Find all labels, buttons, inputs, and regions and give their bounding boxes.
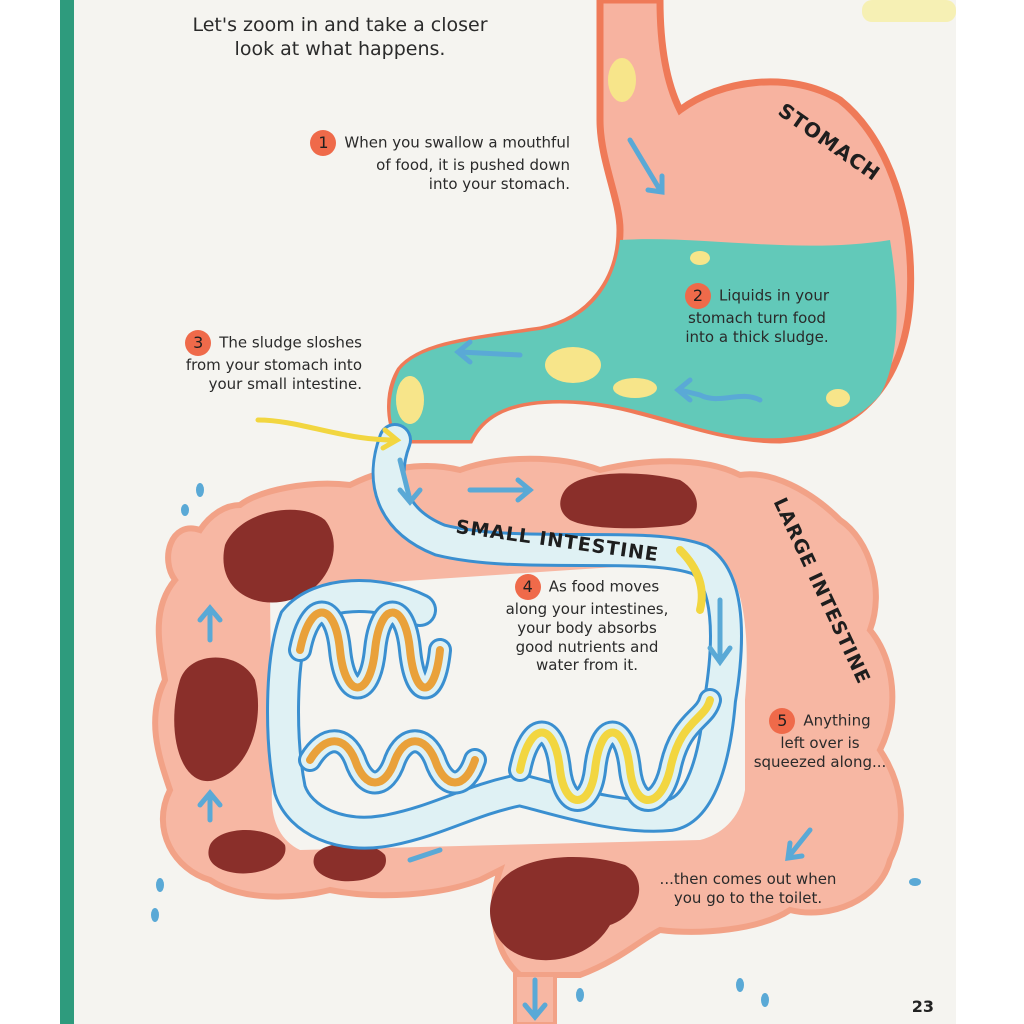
- step-4-line-5: water from it.: [536, 656, 638, 675]
- ending-line-1: ...then comes out when: [659, 870, 837, 888]
- intro-line-1: Let's zoom in and take a closer: [192, 14, 488, 36]
- step-1-line-1: When you swallow a mouthful: [344, 133, 570, 152]
- page-number: 23: [911, 997, 934, 1016]
- step-4-number-badge: 4: [514, 574, 541, 600]
- step-1-line-2: of food, it is pushed down: [376, 156, 570, 174]
- step-2-line-2: stomach turn food: [688, 309, 826, 327]
- step-2: 2 Liquids in your stomach turn food into …: [662, 283, 852, 347]
- step-3: 3 The sludge sloshes from your stomach in…: [150, 330, 362, 394]
- step-4-line-3: your body absorbs: [517, 618, 657, 637]
- step-4: 4 As food moves along your intestines, yo…: [462, 574, 712, 675]
- step-5-number-badge: 5: [769, 708, 796, 734]
- small-intestine: [266, 423, 743, 850]
- stomach: [387, 0, 915, 444]
- step-1-number-badge: 1: [310, 130, 337, 156]
- step-4-line-4: good nutrients and: [515, 637, 659, 656]
- step-5-line-1: Anything: [803, 711, 871, 730]
- step-5-line-2: left over is: [780, 734, 860, 752]
- step-5: 5 Anything left over is squeezed along...: [745, 708, 895, 772]
- water-droplets: [151, 483, 921, 1007]
- intro-text: Let's zoom in and take a closer look at …: [170, 14, 510, 62]
- green-page-edge: [60, 0, 74, 1024]
- intro-line-2: look at what happens.: [234, 37, 446, 60]
- yellow-corner-tab: [862, 0, 956, 22]
- ending-line-2: you go to the toilet.: [673, 888, 823, 907]
- step-1: 1 When you swallow a mouthful of food, it…: [270, 130, 570, 194]
- flow-arrows: [197, 137, 813, 1021]
- step-2-number-badge: 2: [685, 283, 711, 309]
- step-4-line-2: along your intestines,: [505, 600, 669, 618]
- step-2-line-3: into a thick sludge.: [685, 327, 829, 346]
- step-3-line-2: from your stomach into: [185, 356, 362, 374]
- step-5-line-3: squeezed along...: [753, 752, 887, 771]
- yellow-pointer-arrow: [255, 417, 398, 443]
- step-4-line-1: As food moves: [548, 577, 660, 596]
- step-3-line-3: your small intestine.: [208, 374, 362, 393]
- step-3-line-1: The sludge sloshes: [219, 333, 362, 352]
- step-2-line-1: Liquids in your: [719, 286, 829, 305]
- yellow-pointer-arrow-head: [380, 427, 402, 451]
- waste-lumps: [174, 473, 697, 961]
- step-1-line-3: into your stomach.: [428, 174, 570, 193]
- step-3-number-badge: 3: [185, 330, 212, 356]
- ending-text: ...then comes out when you go to the toi…: [648, 870, 848, 908]
